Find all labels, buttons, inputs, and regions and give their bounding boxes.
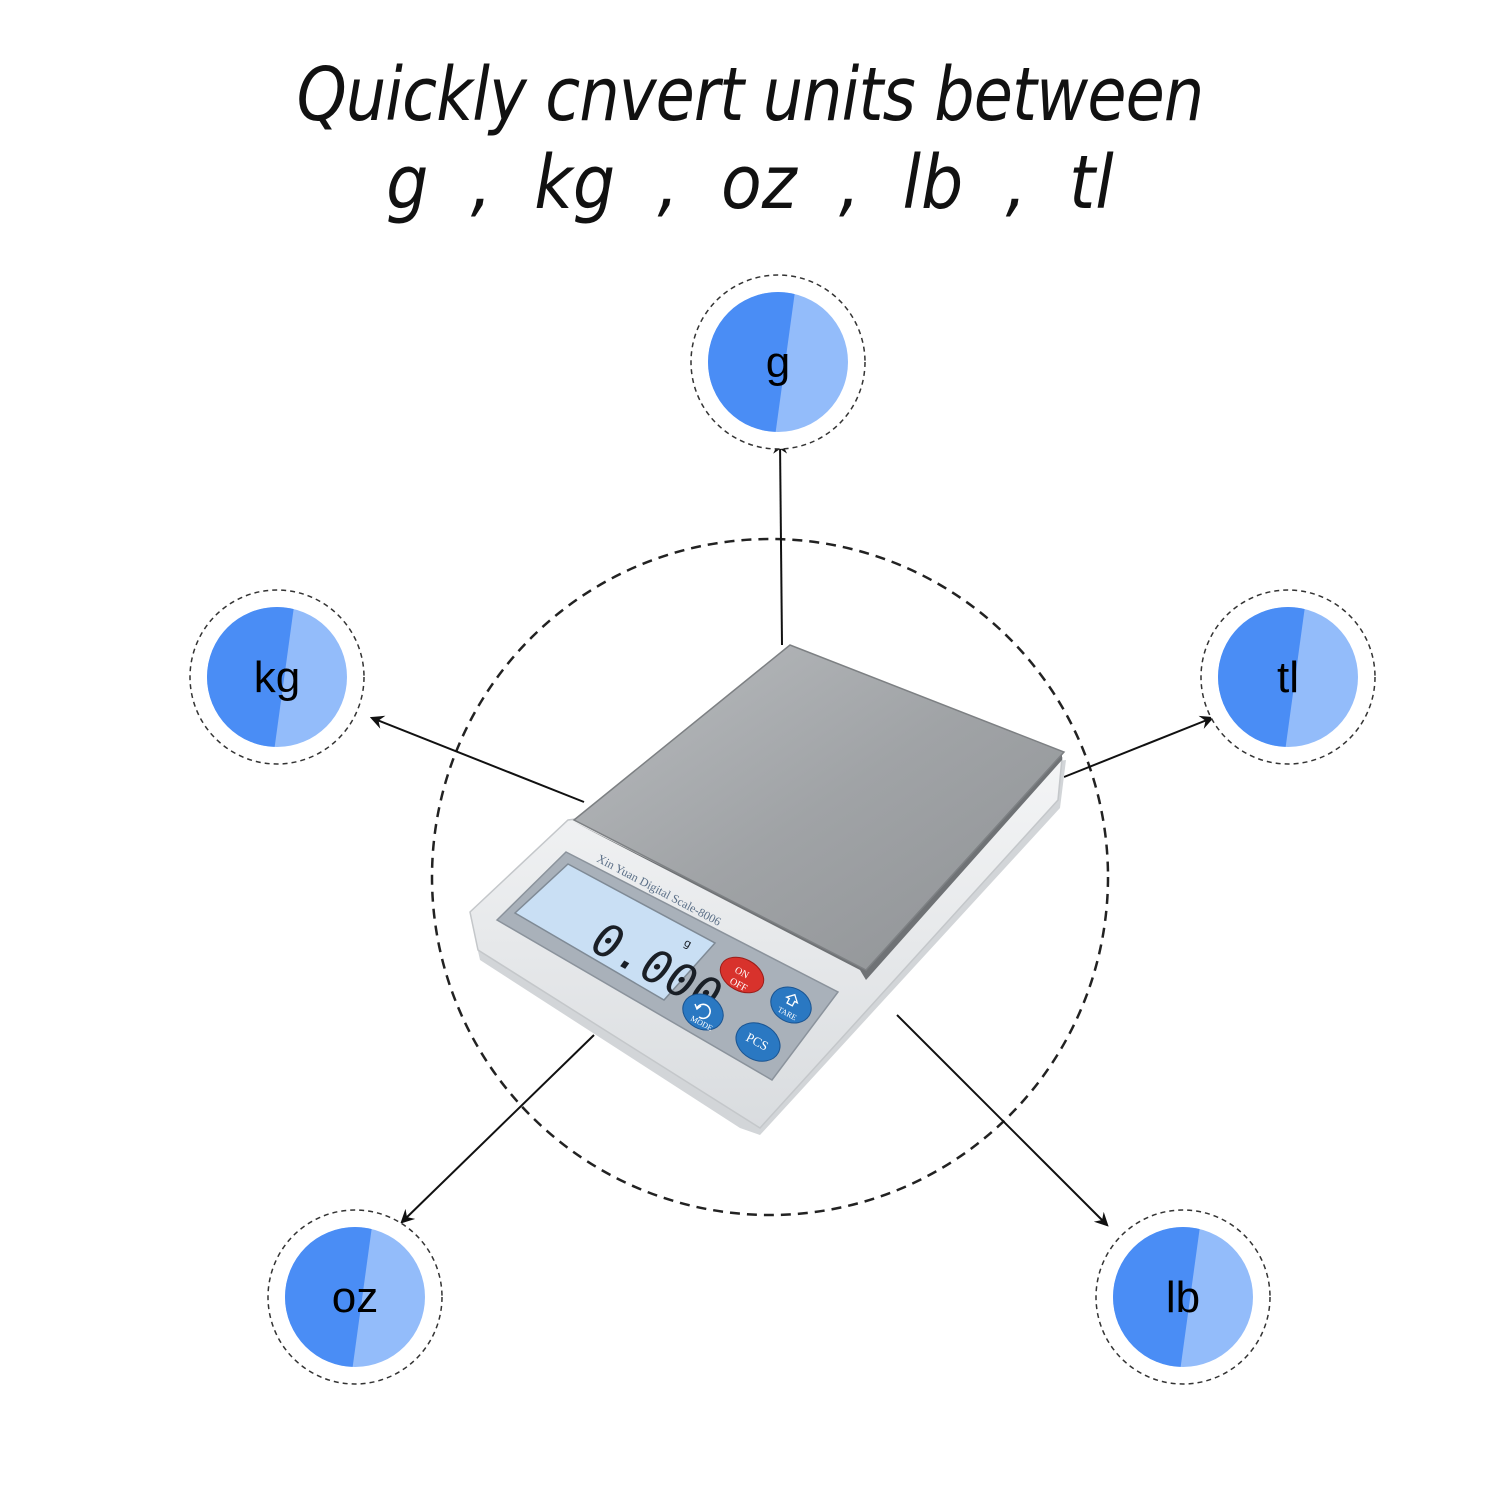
headline-unit-list: g , kg , oz , lb , tl — [386, 140, 1114, 226]
unit-badge-lb: lb — [1095, 1209, 1271, 1385]
unit-badge-oz: oz — [267, 1209, 443, 1385]
unit-badge-kg: kg — [189, 589, 365, 765]
on-off-button: ON OFF — [719, 956, 765, 994]
unit-badge-g: g — [690, 274, 866, 450]
arrow-to-g — [773, 439, 788, 646]
center-dashed-ring — [430, 537, 1110, 1217]
lcd-screen — [513, 863, 717, 1001]
mode-cycle-icon — [696, 1003, 711, 1020]
headline-line1: Quickly cnvert units between — [296, 52, 1205, 138]
arrow-to-oz — [400, 1034, 595, 1224]
unit-label: g — [766, 338, 790, 387]
pcs-button: PCS — [735, 1022, 781, 1062]
platform-edge — [574, 752, 1062, 980]
arrow-to-kg — [369, 715, 585, 803]
digital-scale-illustration: Xin Yuan Digital Scale-8006 0.000 g ON O… — [469, 644, 1066, 1135]
unit-label: tl — [1277, 653, 1299, 702]
tare-button: TARE — [770, 986, 812, 1024]
unit-label: kg — [254, 653, 300, 702]
arrow-to-lb — [896, 1014, 1109, 1227]
unit-label: oz — [332, 1273, 378, 1322]
unit-label: lb — [1166, 1273, 1200, 1322]
unit-badge-tl: tl — [1200, 589, 1376, 765]
tare-arrow-icon — [785, 993, 799, 1007]
weighing-platform — [572, 644, 1066, 971]
arrow-to-tl — [1063, 715, 1215, 778]
